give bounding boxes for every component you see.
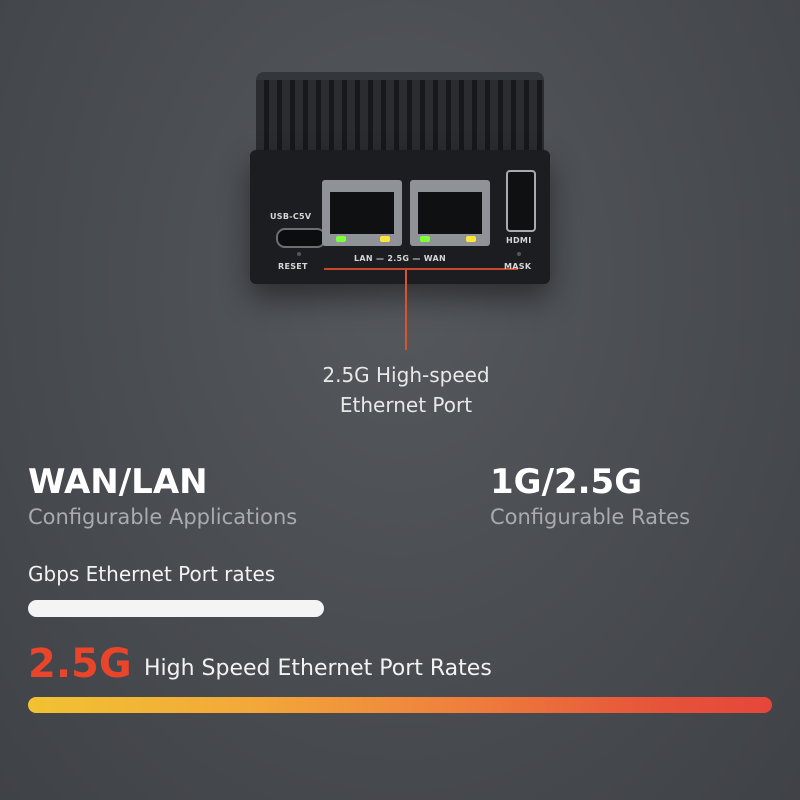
wan-yellow-led [466,236,476,242]
gbps-rate-label: Gbps Ethernet Port rates [28,562,276,586]
wan-port [410,180,490,246]
wan-port-socket [418,192,482,234]
lan-wan-label: LAN — 2.5G — WAN [354,254,447,263]
usb-c-port [276,228,326,248]
feature-rates-subtitle: Configurable Rates [490,505,691,529]
heatsink-fins [256,72,544,154]
hdmi-label: HDMI [506,236,532,245]
gbps-rate-bar [28,600,324,617]
callout-line [405,270,407,350]
hdmi-port [506,170,536,232]
mini-router-device: USB-C5V RESET LAN — 2.5G — WAN HDMI MASK [250,72,550,284]
caption-line-2: Ethernet Port [339,393,473,417]
highlight-label: High Speed Ethernet Port Rates [144,656,492,681]
lan-port-socket [330,192,394,234]
reset-label: RESET [278,262,308,271]
feature-wan-lan-subtitle: Configurable Applications [28,505,298,529]
port-underline [324,268,518,270]
heatsink-top [256,72,544,80]
lan-port [322,180,402,246]
lan-green-led [336,236,346,242]
feature-rates-title: 1G/2.5G [490,462,643,502]
high-speed-rate-bar [28,697,772,713]
feature-wan-lan-title: WAN/LAN [28,462,208,502]
highlight-value: 2.5G [28,641,132,687]
port-caption: 2.5G High-speed Ethernet Port [250,360,562,420]
mask-label: MASK [504,262,532,271]
wan-green-led [420,236,430,242]
reset-hole [297,252,301,256]
usb-c-label: USB-C5V [270,212,312,221]
mask-hole [517,252,521,256]
caption-line-1: 2.5G High-speed [322,363,490,387]
lan-yellow-led [380,236,390,242]
